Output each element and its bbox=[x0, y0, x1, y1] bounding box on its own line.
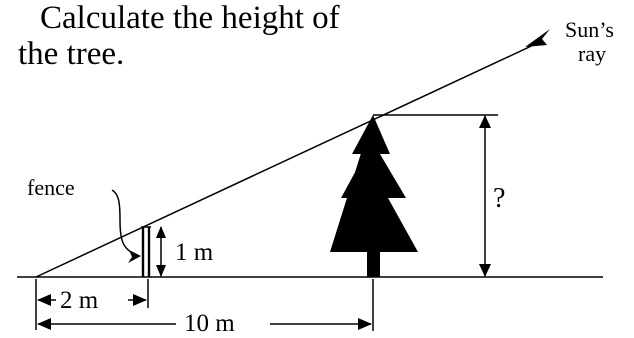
fence-label-pointer bbox=[111, 189, 136, 255]
sun-ray-label-line-2: ray bbox=[578, 41, 606, 66]
fence-label: fence bbox=[27, 175, 75, 200]
fence-height-measurement: 1 m bbox=[156, 226, 214, 277]
sun-ray-label-line-1: Sun’s bbox=[565, 17, 614, 42]
sun-ray-arrowhead-icon bbox=[525, 29, 550, 47]
ten-meter-label: 10 m bbox=[184, 310, 235, 337]
fence: fence bbox=[27, 175, 151, 277]
two-meter-measurement: 2 m bbox=[35, 279, 149, 330]
problem-text: Calculate the height of the tree. bbox=[18, 0, 340, 72]
tree-height-measurement: ? bbox=[373, 114, 505, 277]
fence-pointer-arrowhead-icon bbox=[128, 250, 141, 263]
problem-title-line-1: Calculate the height of bbox=[40, 0, 340, 36]
tree-height-label: ? bbox=[493, 183, 505, 214]
sun-ray: Sun’s ray bbox=[35, 17, 614, 278]
problem-title-line-2: the tree. bbox=[18, 36, 124, 72]
two-meter-label: 2 m bbox=[60, 287, 99, 314]
ten-meter-measurement: 10 m bbox=[37, 279, 374, 337]
fence-height-label: 1 m bbox=[175, 239, 214, 266]
tree-icon bbox=[330, 115, 418, 277]
